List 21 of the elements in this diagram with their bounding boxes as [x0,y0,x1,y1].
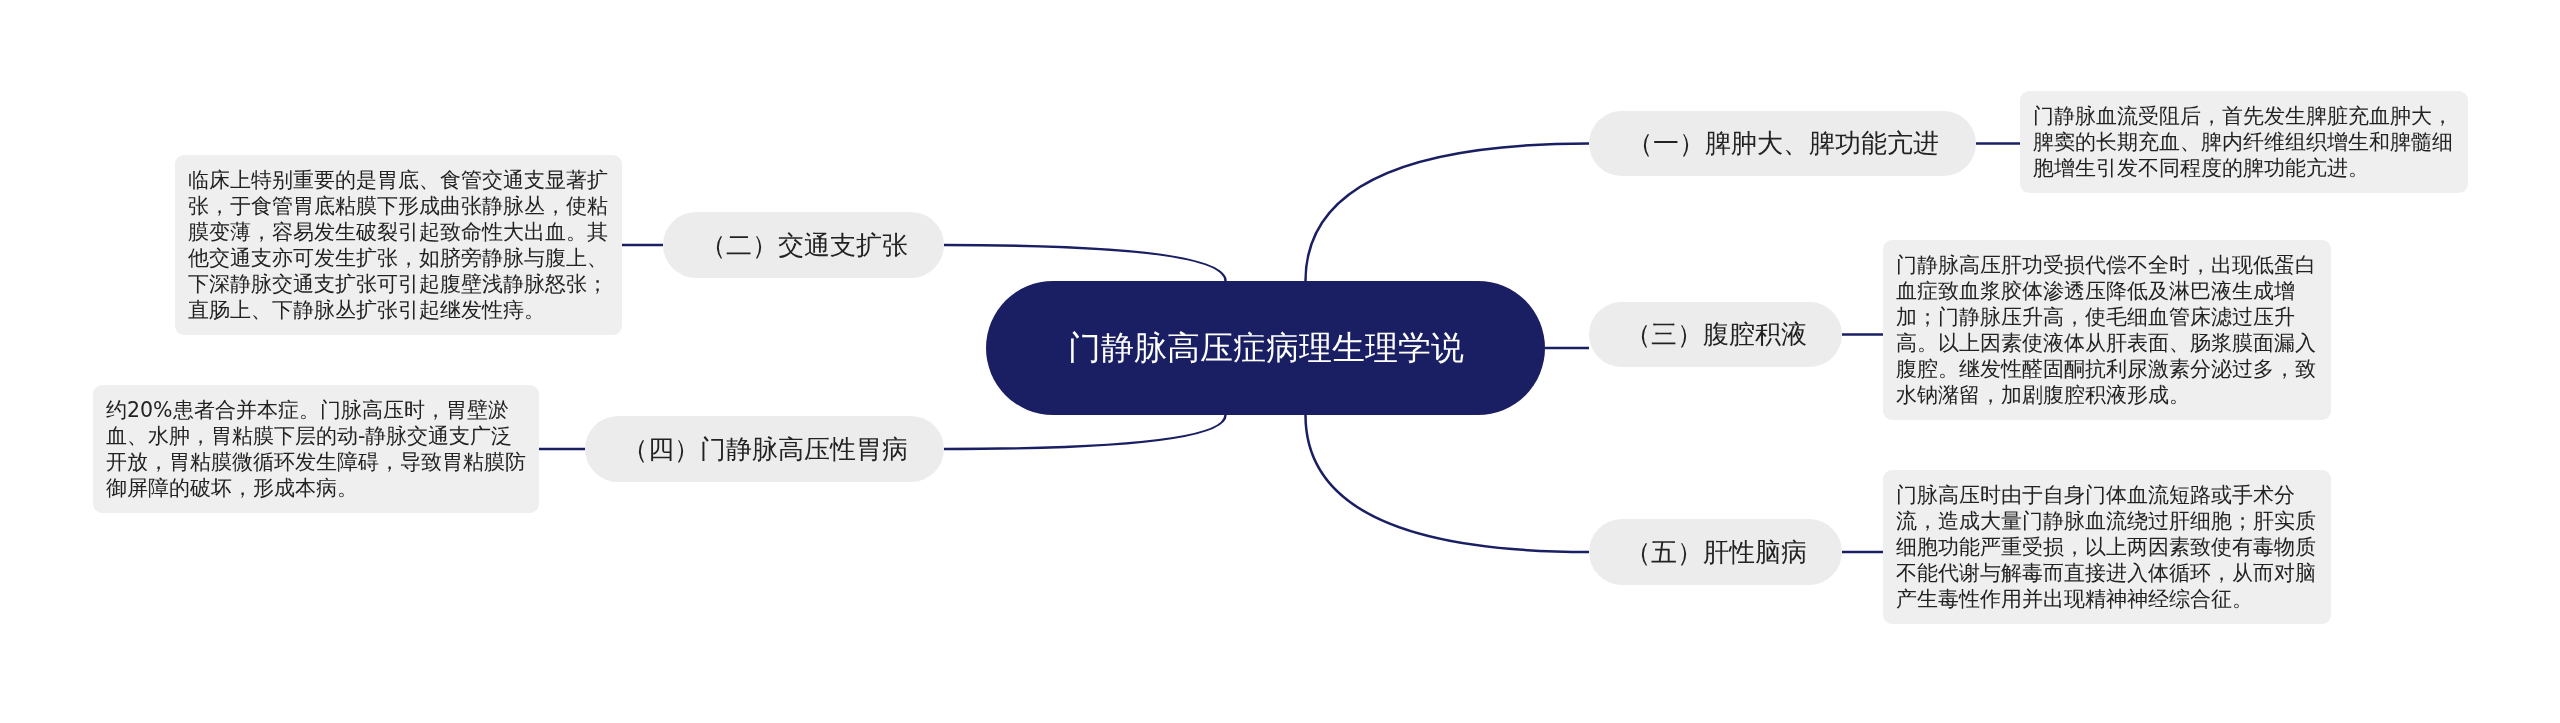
connector-line [622,243,663,247]
connector-line [1304,142,1590,282]
connector-line [1842,333,1883,336]
note-card: 临床上特别重要的是胃底、食管交通支显著扩张，于食管胃底粘膜下形成曲张静脉丛，使粘膜变薄，容易发生破裂引起致命性大出血。其他交通支亦可发生扩张，如脐旁静脉与腹上、下深静脉交通支扩张可引起腹壁浅静脉怒张；直肠上、下静脉丛扩张引起继发性痔。 [175,155,622,335]
note-card: 门脉高压时由于自身门体血流短路或手术分流，造成大量门静脉血流绕过肝细胞；肝实质细胞功能严重受损，以上两因素致使有毒物质不能代谢与解毒而直接进入体循环，从而对脑产生毒性作用并出现精神神经综合征。 [1883,470,2331,624]
topic-pill: （二）交通支扩张 [663,212,944,278]
note-card: 门静脉高压肝功受损代偿不全时，出现低蛋白血症致血浆胶体渗透压降低及淋巴液生成增加；门静脉压升高，使毛细血管床滤过压升高。以上因素使液体从肝表面、肠浆膜面漏入腹腔。继发性醛固酮抗利尿激素分泌过多，致水钠潴留，加剧腹腔积液形成。 [1883,240,2331,420]
topic-pill: （三）腹腔积液 [1589,302,1842,367]
connector-line [944,414,1227,451]
note-card: 约20%患者合并本症。门脉高压时，胃壁淤血、水肿，胃粘膜下层的动-静脉交通支广泛开放，胃粘膜微循环发生障碍，导致胃粘膜防御屏障的破坏，形成本病。 [93,385,539,513]
note-card: 门静脉血流受阻后，首先发生脾脏充血肿大，脾窦的长期充血、脾内纤维组织增生和脾髓细胞增生引发不同程度的脾功能亢进。 [2020,91,2468,193]
central-topic: 门静脉高压症病理生理学说 [986,281,1545,415]
topic-pill: （五）肝性脑病 [1589,519,1842,585]
connector-line [1545,346,1589,350]
connector-line [1304,414,1590,554]
topic-pill: （四）门静脉高压性胃病 [585,416,944,482]
connector-line [1842,550,1883,554]
connector-line [1976,142,2020,145]
connector-line [944,243,1227,282]
topic-pill: （一）脾肿大、脾功能亢进 [1589,111,1976,176]
connector-line [539,447,585,451]
